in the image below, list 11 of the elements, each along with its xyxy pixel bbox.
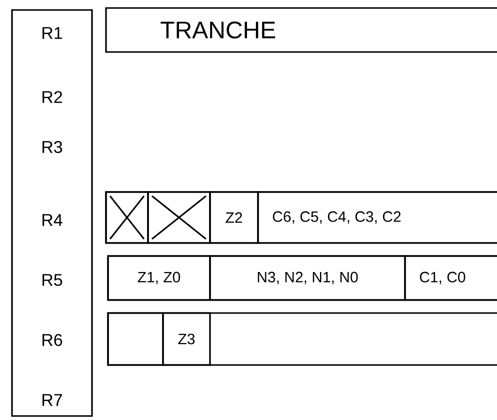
title-box: TRANCHE	[105, 7, 497, 53]
field-cell: C1, C0	[404, 255, 497, 301]
field-cell: Z2	[209, 191, 259, 244]
crossed-cell	[105, 191, 149, 244]
register-column: R1 R2 R3 R4 R5 R6 R7	[11, 9, 93, 417]
crossed-cell	[147, 191, 211, 244]
field-cell: Z1, Z0	[107, 255, 211, 301]
empty-cell	[107, 312, 164, 366]
field-cell: Z3	[162, 312, 211, 366]
field-cell: N3, N2, N1, N0	[209, 255, 406, 301]
field-cell: C6, C5, C4, C3, C2	[257, 191, 497, 244]
